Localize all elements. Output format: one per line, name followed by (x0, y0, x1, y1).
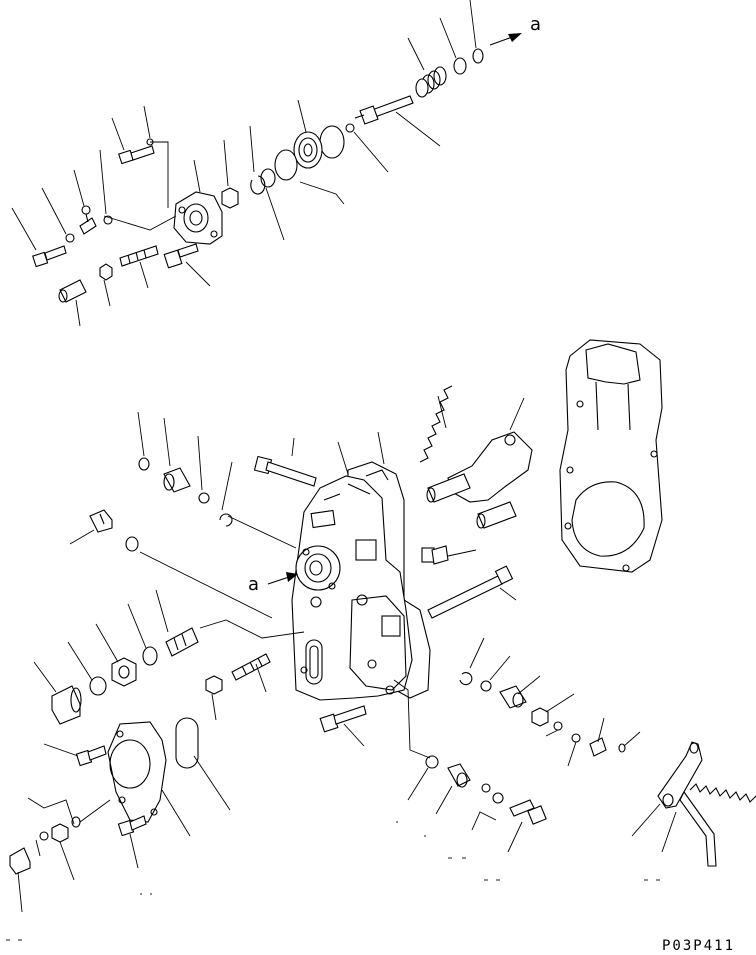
cover-gasket (175, 717, 199, 769)
drawing-code: P03P411 (662, 938, 736, 954)
washer-small (39, 831, 49, 841)
small-ring (345, 123, 355, 133)
washer-small (65, 233, 75, 243)
bushing (163, 467, 191, 493)
stud-bolt (231, 653, 271, 681)
plug-left (89, 509, 113, 533)
washer-thin (260, 168, 276, 188)
long-bolt-top (253, 455, 317, 487)
threaded-rod (119, 245, 159, 267)
clip-top (79, 205, 97, 235)
bearing-housing (295, 545, 341, 591)
plug-right (499, 685, 527, 709)
reference-label-a-top: a (530, 14, 542, 35)
pump-body (291, 461, 431, 701)
right-small-parts (425, 672, 626, 825)
nut-small (99, 263, 113, 281)
governor-housing (173, 191, 223, 245)
guide-pin (354, 95, 414, 125)
bolt-top-1 (118, 145, 155, 165)
bolt-cover (75, 745, 107, 767)
nut-top (221, 187, 239, 209)
cap-bottom (9, 847, 31, 875)
ring-top (415, 78, 429, 98)
link-lever (657, 741, 756, 867)
lever-assembly (419, 385, 533, 529)
washer-medium (453, 57, 467, 75)
cap-nut (58, 279, 87, 303)
reference-label-a-lower: a (248, 574, 260, 595)
leader-lines-bottom (17, 395, 677, 913)
rear-housing-cover (559, 339, 663, 573)
top-governor-assembly (11, 0, 522, 327)
bearing (293, 131, 323, 169)
washer-small (472, 48, 484, 64)
bolt-lower-far (509, 799, 547, 825)
side-cover (107, 721, 167, 823)
arrow-to-a-top (489, 33, 522, 46)
dash-marks (6, 821, 660, 941)
o-ring-large (319, 125, 345, 159)
bolt-top-2 (32, 245, 67, 268)
screw-cover (117, 815, 147, 837)
spring-plunger (165, 627, 199, 657)
left-parts (51, 457, 233, 725)
leader-lines-top (11, 0, 477, 327)
nut-cover (51, 823, 69, 843)
snap-ring (250, 175, 266, 195)
end-cap (51, 685, 82, 725)
long-bolt-right (427, 565, 514, 619)
arrow-from-a-lower (267, 572, 298, 585)
spring-right (689, 783, 756, 803)
plug-bolt (421, 545, 449, 565)
o-ring-medium (274, 149, 298, 181)
screw-top (163, 243, 199, 269)
bolt-lower-right (447, 763, 471, 788)
nut-left (205, 675, 223, 695)
spring-lever (419, 385, 453, 463)
bolt-bottom-center (319, 705, 367, 733)
